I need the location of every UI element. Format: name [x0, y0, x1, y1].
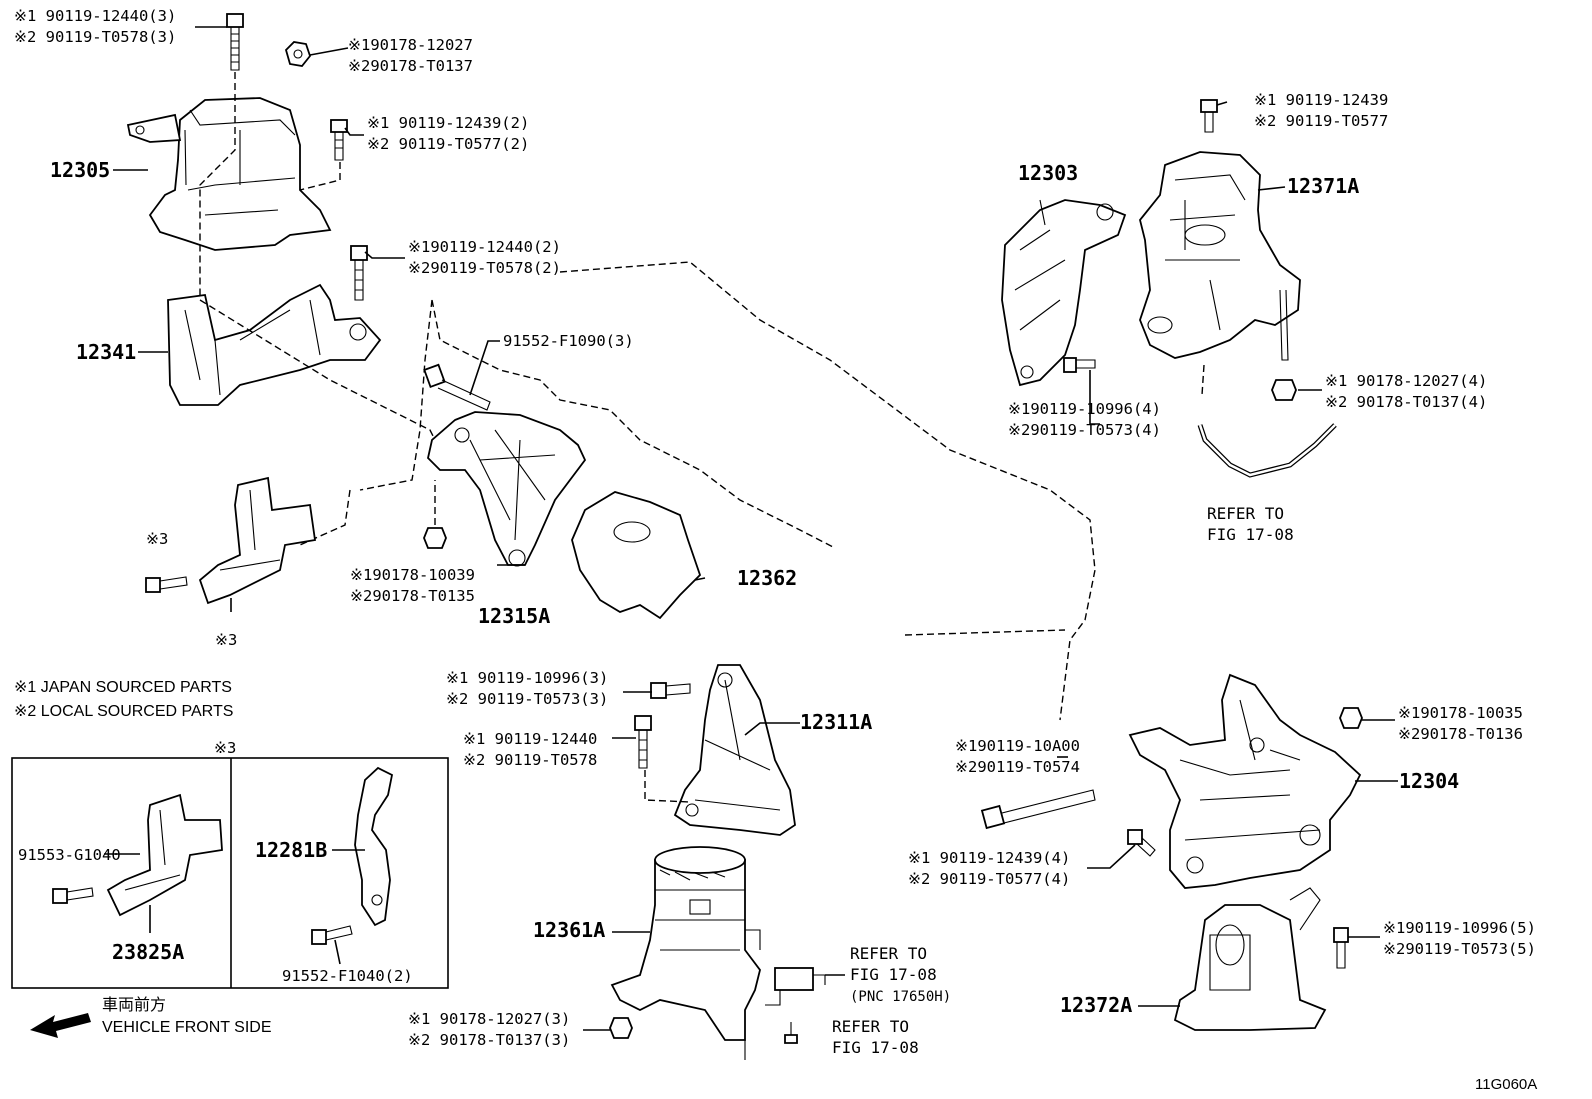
- fastener-label: 91552-F1090(3): [503, 332, 634, 350]
- assembly-line: [299, 162, 341, 191]
- part-number-12372A: 12372A: [1060, 993, 1133, 1017]
- fastener-label: ※1 90119-12439(2)※2 90119-T0577(2): [367, 114, 530, 153]
- nut-icon: [1271, 379, 1297, 401]
- mount-12305: [126, 97, 332, 251]
- bracket-12371A: [1139, 151, 1301, 361]
- fastener-label: 91552-F1040(2): [282, 967, 413, 985]
- fastener-label: ※1 90119-12440(3)※2 90119-T0578(3): [14, 7, 177, 46]
- bolt-icon: [634, 715, 652, 769]
- bracket-12315A: [427, 411, 587, 567]
- assembly-line: [644, 770, 691, 803]
- inset-box: [11, 757, 449, 989]
- bolt-icon: [650, 682, 691, 699]
- hose: [1197, 423, 1337, 478]
- fastener-label: ※190119-10A00※290119-T0574: [955, 737, 1080, 776]
- assembly-line: [299, 480, 436, 546]
- part-number-12361A: 12361A: [533, 918, 606, 942]
- bolt-icon: [1063, 357, 1096, 373]
- part-number-23825A: 23825A: [112, 940, 185, 964]
- bolt-icon: [423, 363, 491, 411]
- bolt-icon: [311, 925, 353, 945]
- bracket-12281B: [354, 766, 394, 927]
- part-number-12303: 12303: [1018, 161, 1079, 185]
- fastener-label: ※190178-10039※290178-T0135: [350, 566, 475, 605]
- screw-icon: [784, 1022, 798, 1044]
- fastener-label: 91553-G1040: [18, 846, 121, 864]
- fastener-label: ※1 90119-10996(3)※2 90119-T0573(3): [446, 669, 609, 708]
- bracket-12311A: [673, 664, 796, 836]
- bolt-icon: [1333, 927, 1349, 969]
- part-number-12304: 12304: [1399, 769, 1460, 793]
- nut-icon: [1339, 707, 1363, 729]
- fastener-label: ※190178-12027※290178-T0137: [348, 36, 473, 75]
- part-number-12305: 12305: [50, 158, 111, 182]
- fastener-label: ※1 90119-12439(4)※2 90119-T0577(4): [908, 849, 1071, 888]
- fastener-label: ※3: [146, 530, 169, 548]
- leader-lines: [104, 26, 1398, 1031]
- fastener-label: ※190119-10996(5)※290119-T0573(5): [1383, 919, 1536, 958]
- bracket-x3: [198, 476, 317, 605]
- pad-12362: [571, 491, 702, 620]
- assembly-line: [1201, 364, 1205, 396]
- nut-icon: [284, 41, 312, 67]
- bracket-23825A: [106, 793, 223, 917]
- part-number-12341: 12341: [76, 340, 137, 364]
- front-label-jp: 車両前方: [102, 997, 167, 1014]
- bracket-12341: [167, 283, 382, 406]
- connector-icon: [765, 967, 826, 1006]
- fastener-label: ※1 90119-12440※2 90119-T0578: [463, 730, 598, 769]
- bolt-icon: [350, 245, 368, 301]
- bolt-icon: [226, 13, 244, 71]
- part-number-12371A: 12371A: [1287, 174, 1360, 198]
- fastener-label: ※3: [215, 631, 238, 649]
- part-number-12315A: 12315A: [478, 604, 551, 628]
- nut-icon: [609, 1017, 633, 1039]
- front-label-en: VEHICLE FRONT SIDE: [102, 1019, 272, 1036]
- assembly-line: [199, 72, 236, 295]
- inset-marker: ※3: [214, 739, 237, 757]
- bracket-12304: [1128, 673, 1362, 889]
- engine-outline-lower: [904, 629, 1066, 636]
- bolt-icon: [1127, 829, 1156, 857]
- fastener-label: ※1 90178-12027(3)※2 90178-T0137(3): [408, 1010, 571, 1049]
- bolt-icon: [52, 887, 94, 904]
- bolt-icon: [1200, 99, 1218, 133]
- bolt-icon: [145, 576, 188, 593]
- mount-12361A: [610, 846, 761, 1060]
- fastener-label: ※1 90119-12439※2 90119-T0577: [1254, 91, 1389, 130]
- front-arrow-icon: [30, 1013, 91, 1038]
- bracket-12303: [1001, 199, 1127, 387]
- nut-icon: [423, 527, 447, 549]
- part-number-12311A: 12311A: [800, 710, 873, 734]
- fastener-label: ※1 90178-12027(4)※2 90178-T0137(4): [1325, 372, 1488, 411]
- engine-outline: [359, 261, 1096, 721]
- legend-japan-sourced: ※1 JAPAN SOURCED PARTS: [14, 679, 232, 696]
- figure-id: 11G060A: [1475, 1076, 1538, 1093]
- mount-12372A: [1173, 887, 1327, 1031]
- fastener-label: ※190119-12440(2)※290119-T0578(2): [408, 238, 561, 277]
- part-number-12281B: 12281B: [255, 838, 328, 862]
- fastener-label: ※190178-10035※290178-T0136: [1398, 704, 1523, 743]
- bolt-icon: [980, 789, 1096, 830]
- fastener-label: ※190119-10996(4)※290119-T0573(4): [1008, 400, 1161, 439]
- part-number-12362: 12362: [737, 566, 798, 590]
- legend-local-sourced: ※2 LOCAL SOURCED PARTS: [14, 703, 234, 720]
- bolt-icon: [330, 119, 348, 161]
